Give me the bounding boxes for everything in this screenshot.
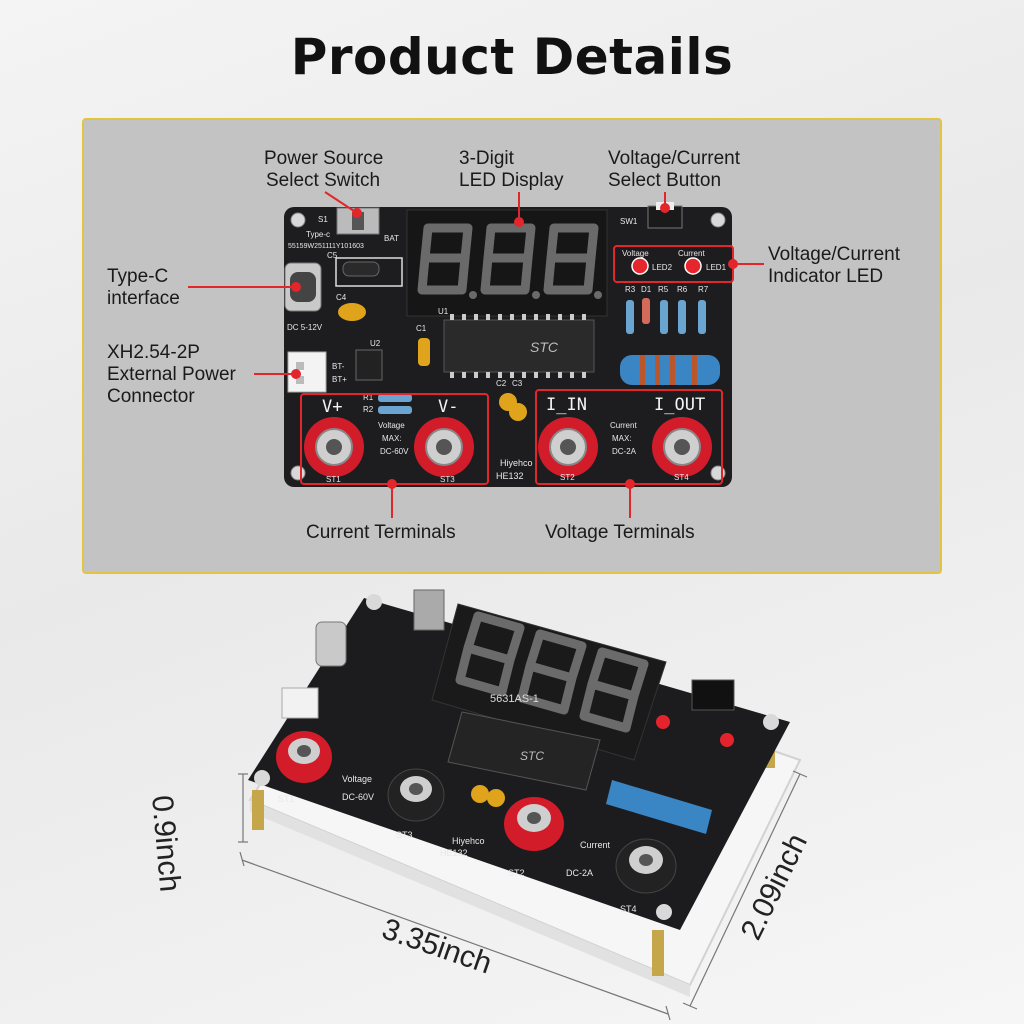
- callout-led-display: 3-Digit LED Display: [459, 148, 564, 191]
- silk-led1: LED1: [706, 263, 727, 272]
- silk-c4: C4: [336, 293, 347, 302]
- silk-voltage-2: Voltage: [378, 421, 405, 430]
- screw-icon: [290, 212, 306, 228]
- voltage-led-icon: [631, 257, 649, 275]
- silk-bt-minus: BT-: [332, 362, 345, 371]
- silk-v-plus: V+: [322, 397, 342, 417]
- silk-voltage-b: Voltage: [342, 774, 372, 784]
- silk-led2: LED2: [652, 263, 673, 272]
- silk-u2: U2: [370, 339, 381, 348]
- silk-st3: ST3: [440, 475, 455, 484]
- callout-select-button: Voltage/Current Select Button: [608, 148, 741, 191]
- silk-dc: DC 5-12V: [287, 323, 323, 332]
- silk-st3-b: ST3: [396, 830, 413, 840]
- silk-c1: C1: [416, 324, 427, 333]
- silk-st1-b: ST1: [278, 794, 295, 804]
- silk-u1: U1: [438, 307, 449, 316]
- silk-dc60: DC-60V: [380, 447, 409, 456]
- silk-i-out: I_OUT: [654, 395, 705, 415]
- silk-st4-b: ST4: [620, 904, 637, 914]
- silk-bt-plus: BT+: [332, 375, 347, 384]
- silk-bat: BAT: [384, 234, 399, 243]
- silk-r1: R1: [363, 393, 374, 402]
- silk-st2: ST2: [560, 473, 575, 482]
- silk-typec: Type-c: [306, 230, 330, 239]
- silk-st4: ST4: [674, 473, 689, 482]
- silk-brand: Hiyehco: [500, 458, 533, 468]
- silk-brand-b: Hiyehco: [452, 836, 485, 846]
- silk-c5: C5: [327, 251, 338, 260]
- silk-c2: C2: [496, 379, 507, 388]
- silk-dc2a: DC-2A: [612, 447, 637, 456]
- silk-r3: R3: [625, 285, 636, 294]
- screw-icon: [710, 212, 726, 228]
- callout-xh-connector: XH2.54-2P External Power Connector: [107, 342, 236, 407]
- silk-r7: R7: [698, 285, 709, 294]
- silk-dc60-b: DC-60V: [342, 792, 374, 802]
- page-title: Product Details: [290, 28, 734, 86]
- silk-max-2: MAX:: [612, 434, 632, 443]
- silk-max: MAX:: [382, 434, 402, 443]
- silk-model-b: HE132: [440, 848, 468, 858]
- callout-type-c: Type-C interface: [107, 266, 180, 309]
- current-led-icon: [684, 257, 702, 275]
- silk-chip: STC: [530, 339, 559, 355]
- display-part-label: 5631AS-1: [490, 693, 539, 705]
- silk-model: HE132: [496, 471, 524, 481]
- callout-current-terminals: Current Terminals: [306, 522, 456, 543]
- silk-r2: R2: [363, 405, 374, 414]
- silk-c3: C3: [512, 379, 523, 388]
- chip-label: STC: [520, 749, 544, 763]
- silk-st1: ST1: [326, 475, 341, 484]
- silk-r5: R5: [658, 285, 669, 294]
- callout-voltage-terminals: Voltage Terminals: [545, 522, 695, 543]
- silk-v-minus: V-: [438, 397, 458, 417]
- silk-i-in: I_IN: [546, 395, 587, 415]
- callout-power-switch: Power Source Select Switch: [264, 148, 384, 191]
- silk-d1: D1: [641, 285, 652, 294]
- silk-sw1: SW1: [620, 217, 638, 226]
- silk-current: Current: [678, 249, 705, 258]
- silk-current-2: Current: [610, 421, 637, 430]
- callout-indicator-led: Voltage/Current Indicator LED: [768, 244, 901, 287]
- silk-r6: R6: [677, 285, 688, 294]
- silk-current-b: Current: [580, 840, 611, 850]
- silk-dc2a-b: DC-2A: [566, 868, 593, 878]
- silk-serial: 55159W251111Y101603: [288, 243, 364, 250]
- silk-voltage: Voltage: [622, 249, 649, 258]
- silk-st2-b: ST2: [508, 868, 525, 878]
- silk-s1: S1: [318, 215, 328, 224]
